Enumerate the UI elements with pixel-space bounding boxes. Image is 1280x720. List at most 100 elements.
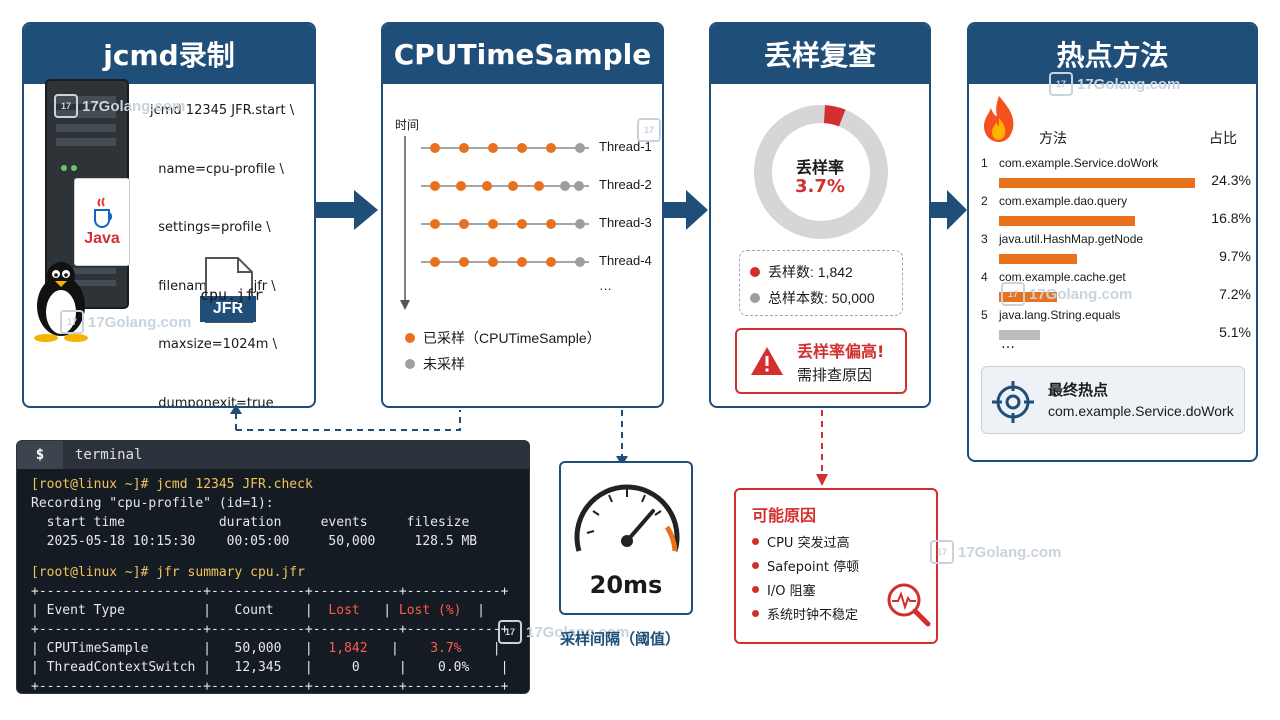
speedometer-icon <box>574 484 680 552</box>
legend-unsampled-label: 未采样 <box>423 356 465 372</box>
hotspot-method-name: com.example.Service.doWork <box>999 156 1159 170</box>
thread-label-1: Thread-1 <box>599 139 652 154</box>
causes-title: 可能原因 <box>752 506 817 525</box>
target-icon <box>992 381 1034 423</box>
watermark-logo-icon: 17 <box>54 94 78 118</box>
hotspot-more: … <box>1001 336 1015 352</box>
cause-bullet <box>752 562 759 569</box>
hotspot-percentage: 9.7% <box>1219 248 1251 264</box>
flow-arrow-right-icon <box>931 190 967 230</box>
cause-item: I/O 阻塞 <box>752 580 816 599</box>
fire-icon <box>984 96 1014 142</box>
sample-point-unsampled <box>575 219 585 229</box>
command-line: settings=profile \ <box>150 220 271 235</box>
hotspot-method-name: com.example.cache.get <box>999 270 1126 284</box>
recording-title: jcmd录制 <box>24 24 314 84</box>
donut-lost-slice <box>823 105 846 127</box>
java-label: Java <box>84 230 120 247</box>
loss-title: 丢样复查 <box>711 24 929 84</box>
time-axis-arrow <box>400 300 410 310</box>
sample-point-sampled <box>517 143 527 153</box>
table-row: | CPUTimeSample | 50,000 | 1,842 | 3.7% … <box>31 639 515 658</box>
hotspot-row: 5 java.lang.String.equals 5.1% <box>981 308 1251 344</box>
table-separator: | <box>461 641 501 656</box>
terminal-prompt: [root@linux ~]# <box>31 565 149 580</box>
cause-bullet <box>752 586 759 593</box>
watermark-logo-icon: 17 <box>1001 282 1025 306</box>
recording-panel: jcmd录制 Java jcmd 12345 JFR.start \ <box>22 22 316 408</box>
table-rule: +---------------------+------------+----… <box>31 584 509 599</box>
flow-arrow-right-icon <box>664 190 708 230</box>
table-rule: +---------------------+------------+----… <box>31 622 509 637</box>
hotspot-percentage: 5.1% <box>1219 324 1251 340</box>
sample-point-sampled <box>546 143 556 153</box>
sample-point-unsampled <box>574 181 584 191</box>
hotspot-rank: 5 <box>981 308 988 322</box>
terminal-command: jcmd 12345 JFR.check <box>148 477 313 492</box>
hotspot-rank: 2 <box>981 194 988 208</box>
hotspot-bar <box>999 292 1057 302</box>
dashed-connector-red <box>816 410 828 486</box>
watermark-logo-icon: 17 <box>498 620 522 644</box>
sample-point-sampled <box>430 143 440 153</box>
sample-point-sampled <box>534 181 544 191</box>
coffee-cup-icon <box>94 197 113 228</box>
terminal-line: Recording "cpu-profile" (id=1): <box>31 496 274 511</box>
watermark-text: 17Golang.com <box>1077 75 1181 93</box>
cause-item: 系统时钟不稳定 <box>752 604 858 623</box>
cause-bullet <box>752 538 759 545</box>
loss-rate-label: 丢样率 <box>795 158 844 177</box>
threshold-caption: 采样间隔（阈值） <box>560 630 681 648</box>
hotspot-bar <box>999 178 1195 188</box>
table-header-lost: Lost <box>320 603 384 618</box>
terminal-tab-symbol: $ <box>17 441 63 469</box>
watermark-logo-icon: 17 <box>637 118 661 142</box>
table-separator: | <box>383 603 399 618</box>
sampling-title: CPUTimeSample <box>383 24 662 84</box>
warning-box: 丢样率偏高! 需排查原因 <box>735 328 907 394</box>
legend-unsampled: 未采样 <box>405 354 465 374</box>
hotspot-method-name: java.util.HashMap.getNode <box>999 232 1144 246</box>
cause-text: CPU 突发过高 <box>767 536 850 551</box>
loss-rate-donut <box>754 105 888 239</box>
cause-bullet <box>752 610 759 617</box>
sample-point-sampled <box>430 181 440 191</box>
jfr-badge: JFR <box>200 296 256 322</box>
hotspot-method-name: java.lang.String.equals <box>999 308 1121 322</box>
terminal-line: start time duration events filesize <box>31 515 470 530</box>
watermark-logo-icon: 17 <box>1049 72 1073 96</box>
jfr-file-name: cpu.jfr <box>200 286 264 304</box>
thread-label-3: Thread-3 <box>599 215 652 230</box>
lost-count-row: 丢样数: 1,842 <box>750 259 892 285</box>
sample-point-sampled <box>430 219 440 229</box>
time-axis-label: 时间 <box>395 118 420 132</box>
dashed-connector <box>230 404 628 466</box>
sample-point-sampled <box>459 257 469 267</box>
hotspot-rank: 1 <box>981 156 988 170</box>
cause-item: Safepoint 停顿 <box>752 556 859 575</box>
sample-point-sampled <box>459 143 469 153</box>
total-count-row: 总样本数: 50,000 <box>750 285 892 311</box>
terminal-header: $ terminal <box>17 441 529 469</box>
table-row-cells: | CPUTimeSample | 50,000 | <box>31 641 329 656</box>
loss-rate-value: 3.7% <box>795 176 845 197</box>
final-hotspot-value: com.example.Service.doWork <box>1048 403 1234 419</box>
java-logo: Java <box>74 178 130 266</box>
terminal-line: [root@linux ~]# jfr summary cpu.jfr <box>31 563 515 582</box>
terminal-title: terminal <box>75 447 143 463</box>
sample-point-unsampled <box>560 181 570 191</box>
hotspot-col-share: 占比 <box>1209 131 1237 147</box>
command-line: jcmd 12345 JFR.start \ <box>150 103 295 118</box>
threshold-card: 20ms <box>559 461 693 615</box>
lost-dot <box>750 267 760 277</box>
sample-point-sampled <box>488 257 498 267</box>
sample-point-sampled <box>488 219 498 229</box>
